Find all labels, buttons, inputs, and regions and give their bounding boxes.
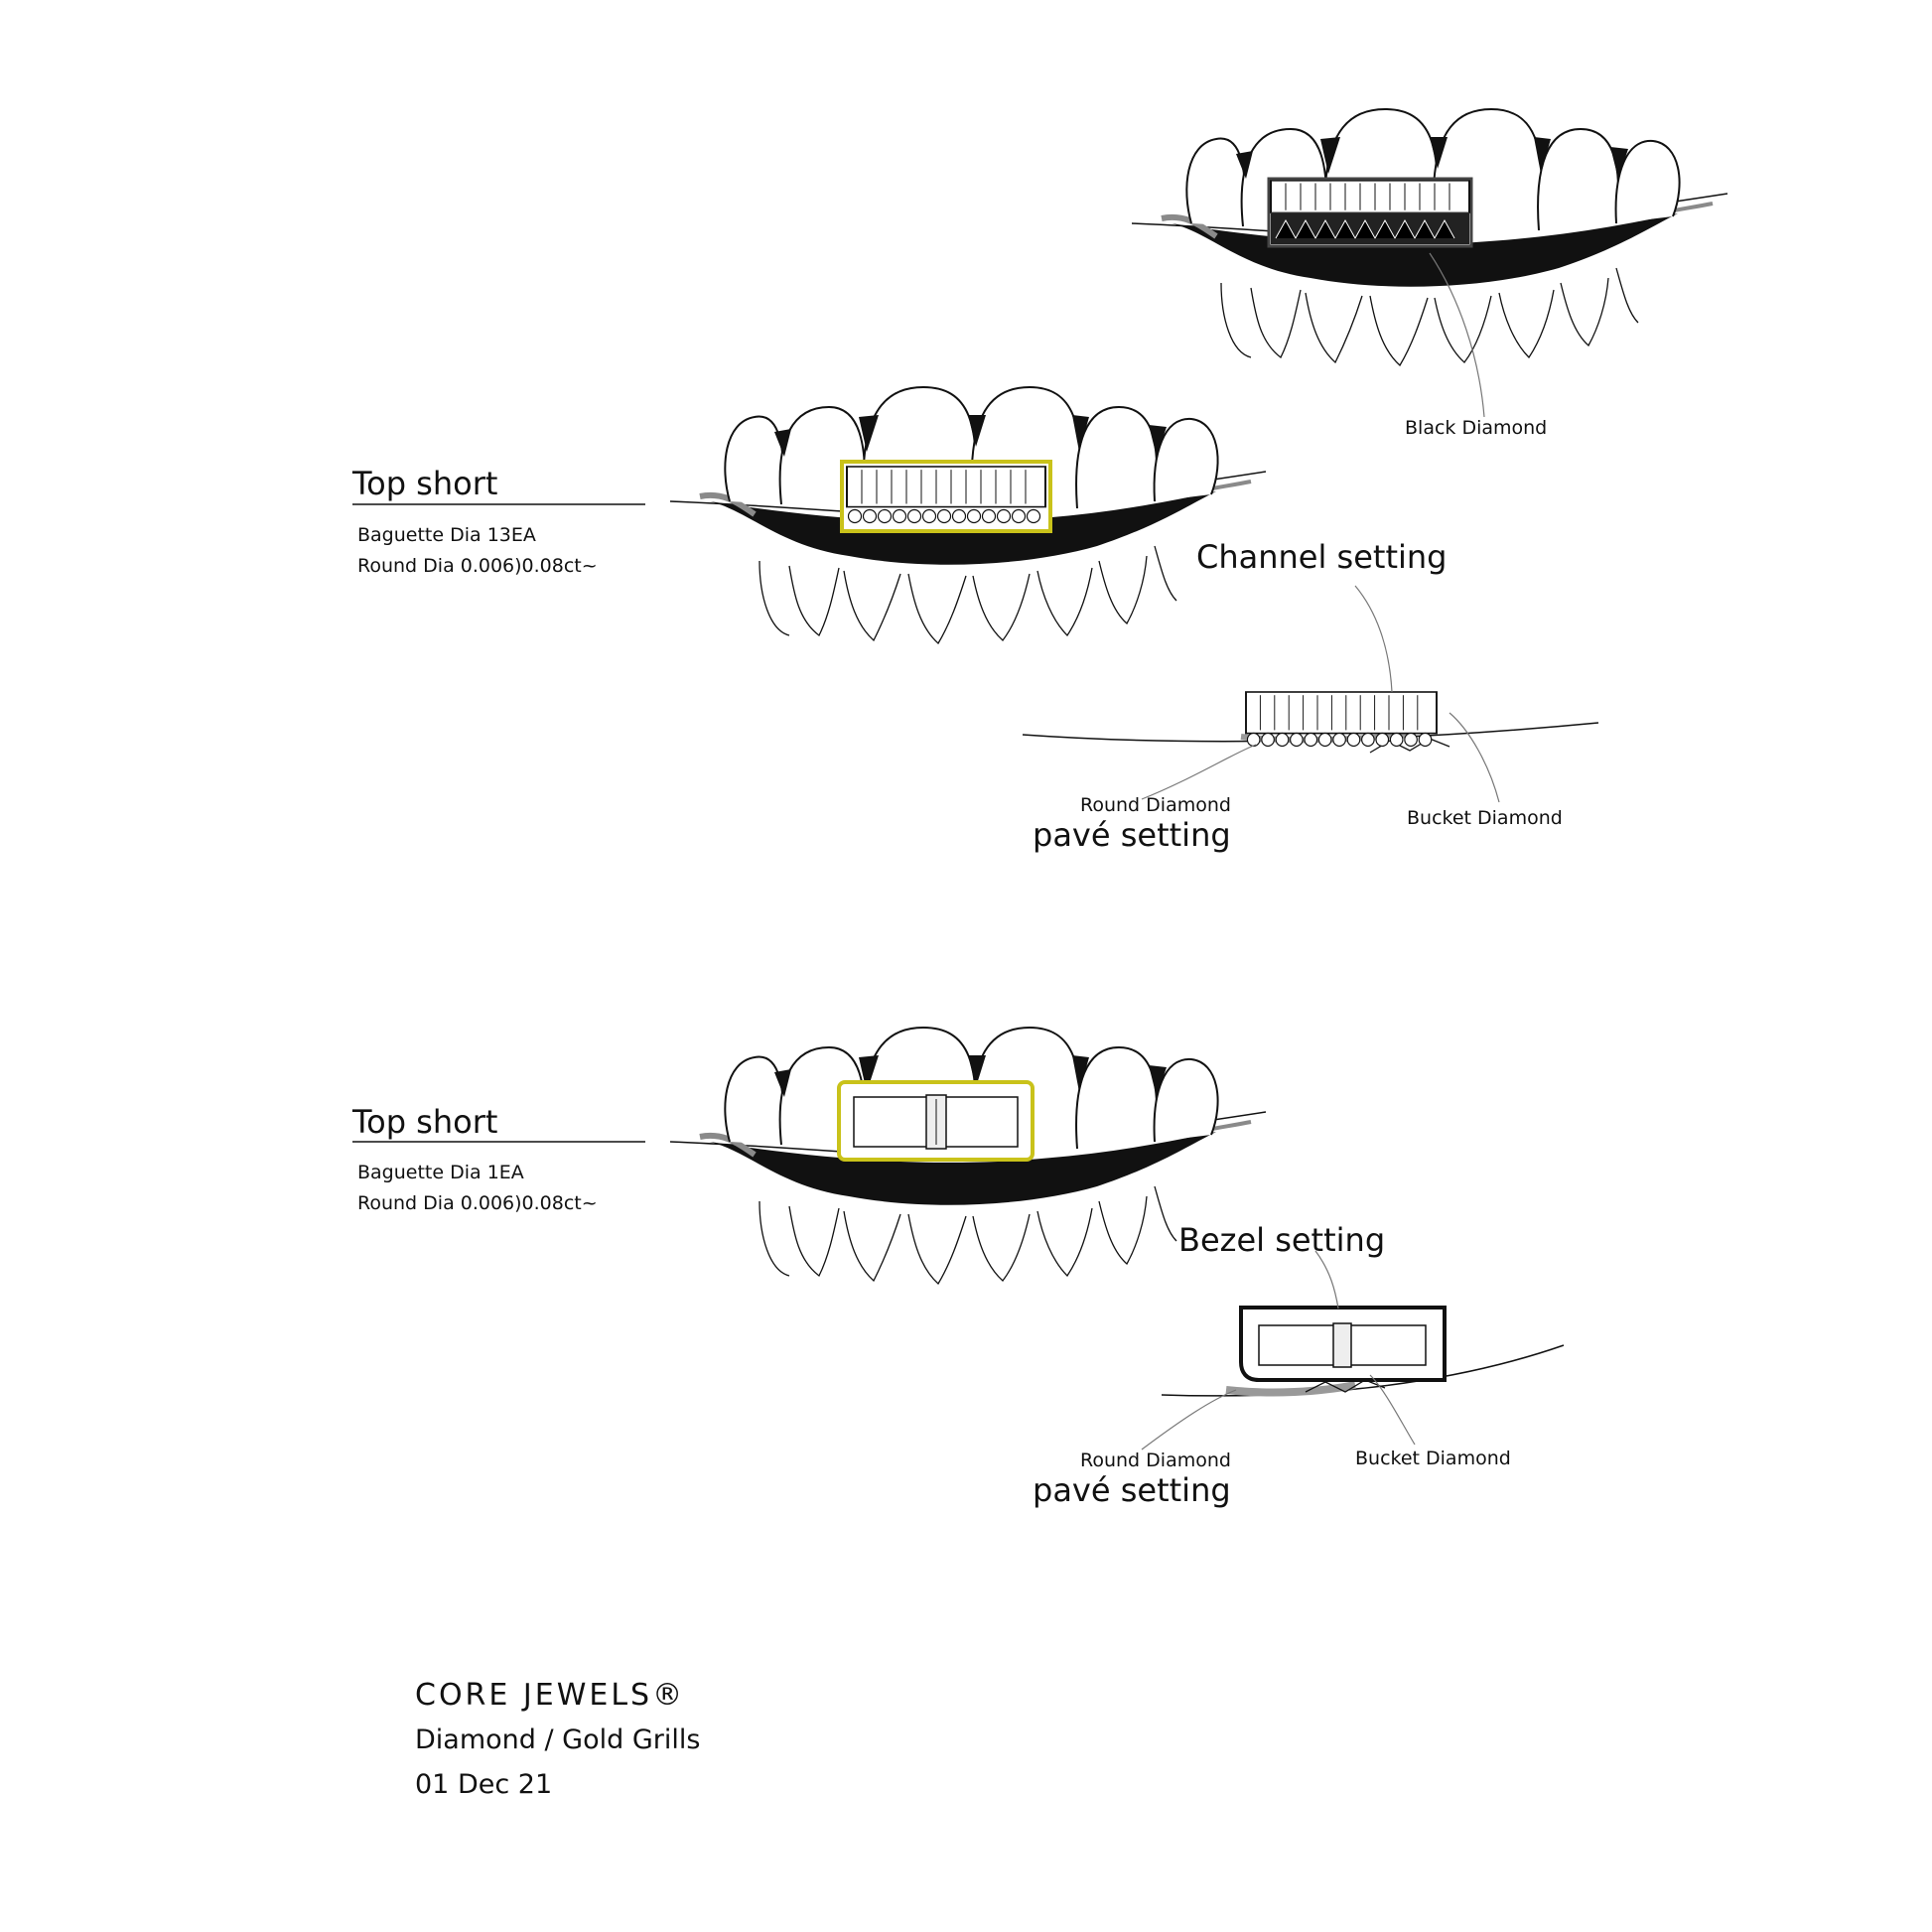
channel-round-leader xyxy=(1141,744,1257,800)
channel-leader-line xyxy=(1354,585,1393,693)
bezel-setting-detail xyxy=(1161,1306,1565,1397)
bezel-bucket-leader xyxy=(1369,1374,1416,1446)
channel-pave-label: pavé setting xyxy=(1033,816,1231,854)
bezel-title: Top short xyxy=(352,1103,498,1141)
channel-setting-label: Channel setting xyxy=(1196,538,1448,576)
bezel-round-callout: Round Diamond xyxy=(1080,1449,1231,1471)
product-name: Diamond / Gold Grills xyxy=(415,1725,701,1755)
black-diamond-grill xyxy=(1267,177,1473,248)
bezel-spec-line2: Round Dia 0.006)0.08ct~ xyxy=(357,1192,598,1214)
bezel-bucket-callout: Bucket Diamond xyxy=(1355,1448,1511,1469)
bezel-leader-line xyxy=(1314,1250,1339,1310)
channel-round-callout: Round Diamond xyxy=(1080,794,1231,816)
bezel-grill xyxy=(837,1080,1035,1162)
channel-spec-line1: Baguette Dia 13EA xyxy=(357,524,536,546)
brand-name: CORE JEWELS® xyxy=(415,1678,686,1713)
channel-grill xyxy=(840,460,1052,533)
bezel-pave-label: pavé setting xyxy=(1033,1471,1231,1509)
black-diamond-leader-line xyxy=(1429,252,1485,418)
bezel-spec-line1: Baguette Dia 1EA xyxy=(357,1162,524,1183)
channel-setting-detail xyxy=(1022,691,1599,754)
channel-bucket-callout: Bucket Diamond xyxy=(1407,807,1563,829)
channel-title: Top short xyxy=(352,465,498,502)
bezel-setting-label: Bezel setting xyxy=(1178,1221,1386,1259)
channel-bucket-leader xyxy=(1449,712,1500,803)
bezel-round-leader xyxy=(1141,1389,1237,1450)
sheet-date: 01 Dec 21 xyxy=(415,1769,553,1800)
channel-spec-line2: Round Dia 0.006)0.08ct~ xyxy=(357,555,598,577)
black-diamond-callout: Black Diamond xyxy=(1405,417,1548,439)
